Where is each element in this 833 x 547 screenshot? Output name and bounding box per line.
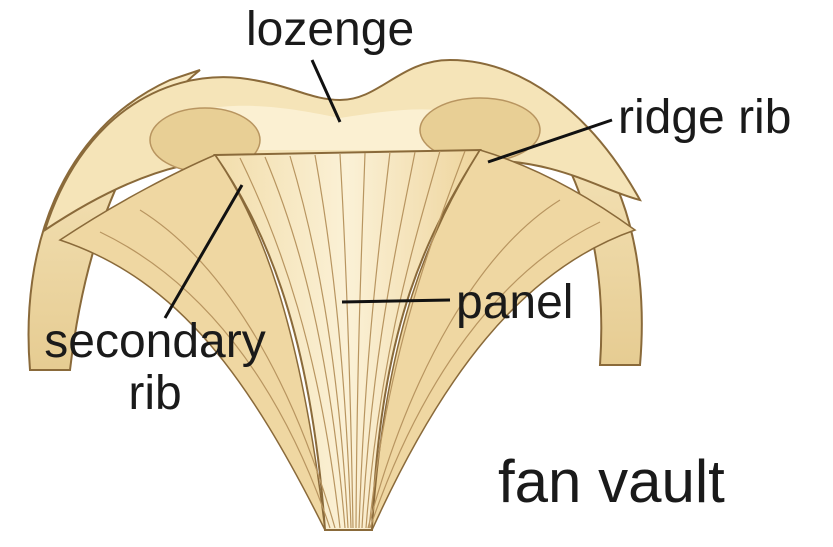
label-secondary-rib-line2: rib (40, 368, 270, 420)
leader-panel (342, 300, 450, 302)
diagram-title: fan vault (498, 452, 725, 512)
label-secondary-rib: secondary rib (40, 316, 270, 420)
label-secondary-rib-line1: secondary (40, 316, 270, 368)
label-ridge-rib: ridge rib (618, 94, 791, 142)
label-panel: panel (456, 279, 573, 327)
label-lozenge: lozenge (246, 6, 414, 54)
